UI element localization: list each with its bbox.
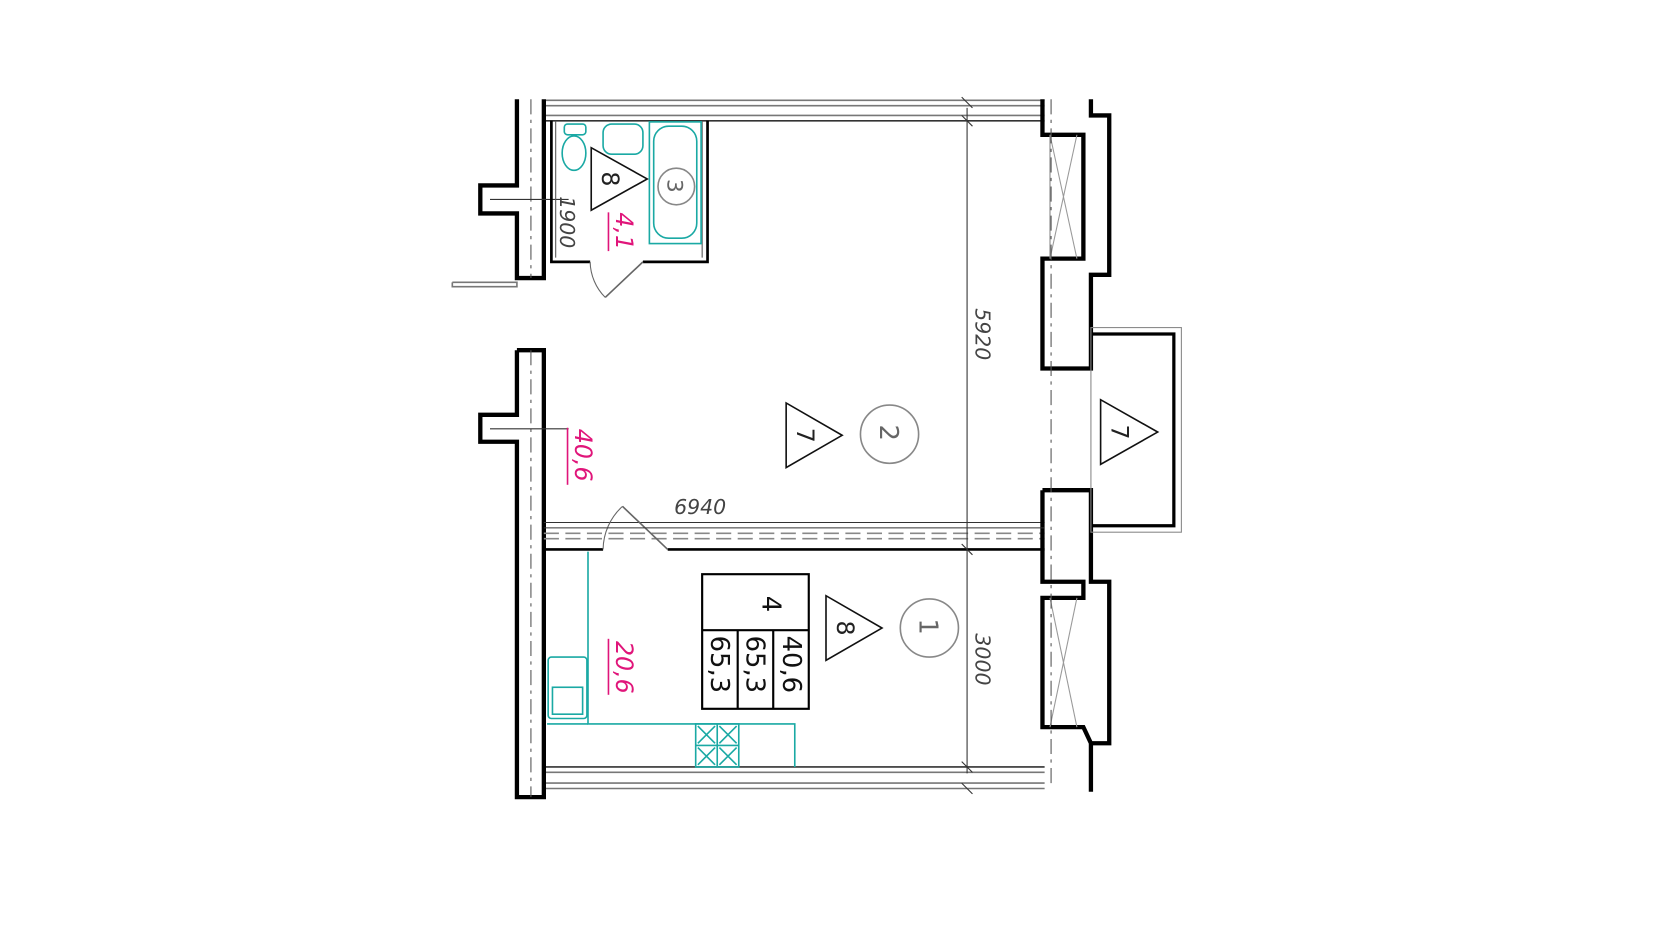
dimension-kitchen-depth: 3000 bbox=[971, 633, 995, 685]
room-number-circles bbox=[657, 167, 960, 658]
left-wall-upper bbox=[478, 99, 546, 281]
dimension-room-depth: 5920 bbox=[971, 308, 995, 360]
triangle-mark-kitchen bbox=[825, 594, 884, 662]
dimension-room-width: 6940 bbox=[674, 495, 726, 519]
finish-mark-living: 7 bbox=[791, 428, 819, 443]
left-wall-lower bbox=[478, 348, 546, 800]
triangle-mark-bathroom bbox=[590, 146, 649, 212]
summary-table bbox=[701, 573, 810, 710]
summary-rooms: 4 bbox=[755, 596, 785, 612]
sink bbox=[547, 656, 588, 720]
stove bbox=[694, 723, 740, 768]
toilet bbox=[561, 135, 587, 172]
triangle-mark-living bbox=[785, 401, 844, 469]
triangle-mark-balcony bbox=[1099, 398, 1160, 466]
balcony bbox=[1090, 332, 1176, 528]
fixtures bbox=[547, 121, 796, 768]
area-bathroom: 4,1 bbox=[610, 212, 638, 250]
summary-total-area: 65,3 bbox=[739, 636, 769, 694]
washbasin bbox=[602, 123, 644, 155]
bathroom-door bbox=[604, 261, 644, 299]
summary-living-area: 40,6 bbox=[776, 636, 806, 694]
room-number-kitchen: 1 bbox=[913, 618, 943, 634]
finish-marks bbox=[590, 146, 1160, 662]
bathroom-wall bbox=[550, 120, 591, 264]
finish-mark-bathroom: 8 bbox=[596, 171, 624, 186]
finish-mark-kitchen: 8 bbox=[831, 621, 859, 636]
area-kitchen: 20,6 bbox=[610, 641, 638, 694]
area-labels: 4,1 40,6 20,6 bbox=[566, 212, 638, 695]
dimension-lines bbox=[543, 96, 1045, 795]
room-number-living: 2 bbox=[873, 425, 903, 441]
dimension-bath-width: 1900 bbox=[555, 196, 579, 248]
right-wall-lower bbox=[1040, 488, 1112, 792]
kitchen-counter bbox=[587, 551, 796, 767]
room-number-bathroom: 3 bbox=[662, 179, 687, 193]
finish-mark-balcony: 7 bbox=[1105, 425, 1133, 440]
bathtub bbox=[648, 121, 702, 245]
summary-total-area-balcony: 65,3 bbox=[704, 636, 734, 694]
area-living: 40,6 bbox=[569, 429, 597, 482]
